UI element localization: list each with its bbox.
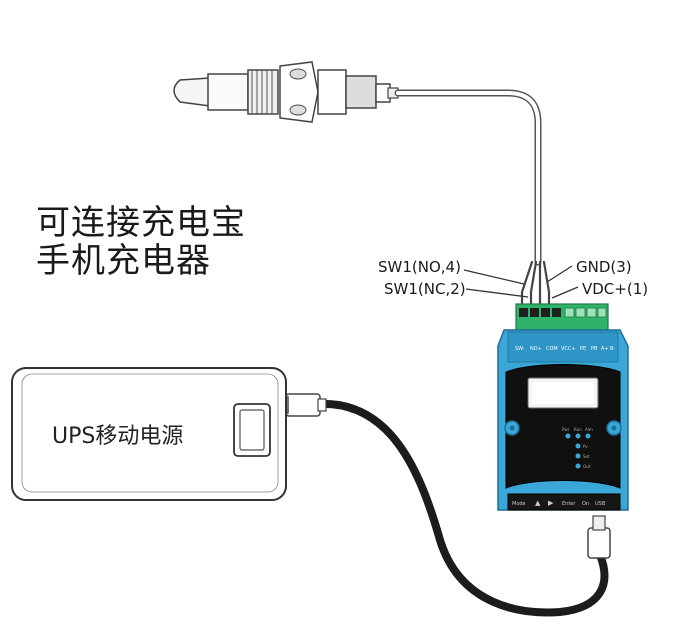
svg-text:Out: Out [583, 464, 591, 469]
svg-text:VCC+: VCC+ [561, 346, 576, 352]
caption-line-2: 手机充电器 [36, 241, 211, 281]
svg-text:Pwr: Pwr [562, 427, 570, 432]
svg-text:▲: ▲ [535, 499, 541, 507]
svg-text:A+: A+ [601, 346, 609, 352]
svg-text:On: On [582, 501, 589, 507]
pin-label-vdc: VDC+(1) [582, 280, 649, 298]
svg-text:Set: Set [583, 454, 590, 459]
svg-text:Pv: Pv [583, 444, 588, 449]
front-buttons: Mode ▲ ▶ Enter On USB [512, 499, 606, 507]
svg-text:B-: B- [610, 346, 615, 352]
pin-label-sw1-no: SW1(NO,4) [378, 258, 461, 276]
controller-module: SW- NO+ COM VCC+ PE PB A+ B- [497, 303, 629, 511]
caption-line-1: 可连接充电宝 [36, 203, 246, 243]
svg-text:Enter: Enter [562, 501, 576, 507]
sensor-cable [394, 89, 542, 266]
status-leds [565, 433, 591, 469]
svg-text:Alm: Alm [585, 427, 593, 432]
power-bank-label: UPS移动电源 [52, 424, 184, 449]
micro-usb-plug [587, 515, 611, 559]
terminal-label-sw-minus: SW- [515, 346, 525, 352]
svg-text:COM: COM [546, 346, 558, 352]
pin-label-gnd: GND(3) [576, 258, 632, 276]
svg-text:Run: Run [574, 427, 582, 432]
pin-label-sw1-nc: SW1(NC,2) [384, 280, 466, 298]
split-wires [520, 260, 551, 308]
svg-text:USB: USB [595, 501, 606, 507]
sensor-probe [173, 61, 399, 123]
svg-text:PE: PE [580, 346, 586, 352]
svg-text:PB: PB [591, 346, 598, 352]
usb-cable [314, 399, 609, 617]
usb-port-icon [233, 403, 271, 457]
label-leaders [463, 265, 579, 299]
svg-text:▶: ▶ [548, 499, 554, 507]
svg-text:Mode: Mode [512, 501, 526, 507]
svg-text:NO+: NO+ [530, 346, 542, 352]
power-bank [11, 367, 287, 501]
